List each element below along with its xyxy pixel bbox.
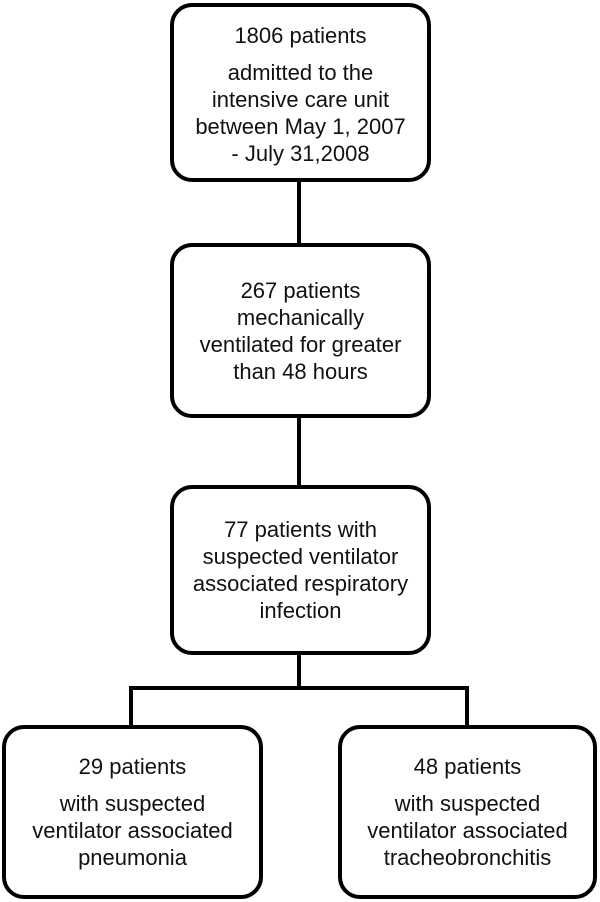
- box-suspected-text-2: associated respiratory: [192, 571, 409, 596]
- box-admitted-text-2: intensive care unit: [211, 87, 390, 112]
- box-ventilated-text-3: than 48 hours: [233, 358, 368, 384]
- box-pneumonia-count: 29 patients: [78, 754, 187, 779]
- box-admitted-text-1: admitted to the: [227, 60, 374, 85]
- box-admitted-text-3: between May 1, 2007: [195, 114, 406, 139]
- connector-branch-horizontal: [129, 686, 469, 690]
- box-admitted-text-4: - July 31,2008: [231, 141, 370, 166]
- box-tracheobronchitis: 48 patients with suspected ventilator as…: [338, 725, 597, 899]
- box-suspected-text-1: suspected ventilator: [202, 544, 399, 569]
- connector-branch-right: [465, 686, 469, 725]
- box-tracheobronchitis-text-1: with suspected: [394, 791, 541, 816]
- connector-ventilated-to-suspected: [297, 418, 301, 485]
- box-suspected-text-3: infection: [259, 598, 342, 623]
- box-ventilated-text-2: ventilated for greater: [199, 331, 402, 357]
- box-ventilated-count: 267 patients: [240, 277, 361, 303]
- box-ventilated-text-1: mechanically: [236, 304, 365, 330]
- box-ventilated-patients: 267 patients mechanically ventilated for…: [170, 243, 431, 418]
- connector-suspected-trunk: [297, 655, 301, 688]
- box-tracheobronchitis-count: 48 patients: [413, 754, 522, 779]
- box-pneumonia-text-1: with suspected: [59, 791, 206, 816]
- connector-admitted-to-ventilated: [297, 182, 301, 243]
- box-tracheobronchitis-text-2: ventilator associated: [367, 818, 568, 843]
- box-pneumonia-text-2: ventilator associated: [32, 818, 233, 843]
- box-pneumonia-text-3: pneumonia: [78, 845, 187, 870]
- connector-branch-left: [129, 686, 133, 725]
- box-suspected-infection: 77 patients with suspected ventilator as…: [170, 485, 431, 655]
- box-pneumonia: 29 patients with suspected ventilator as…: [2, 725, 263, 899]
- box-suspected-count: 77 patients with: [224, 517, 377, 542]
- box-tracheobronchitis-text-3: tracheobronchitis: [383, 845, 552, 870]
- box-admitted-count: 1806 patients: [234, 23, 367, 48]
- box-admitted-patients: 1806 patients admitted to the intensive …: [170, 3, 431, 182]
